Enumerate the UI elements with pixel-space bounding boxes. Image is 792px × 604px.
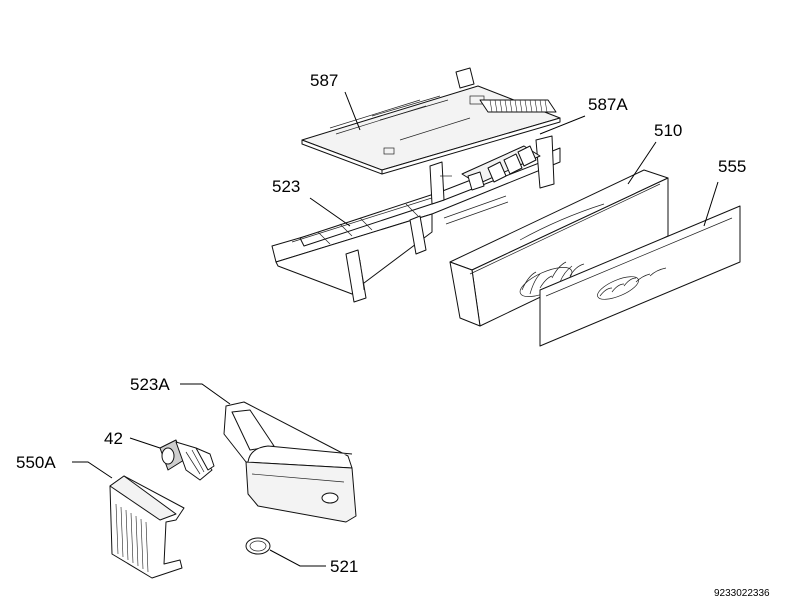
side-cap-grip-lines: [115, 503, 149, 573]
part-523-housing-frame: [271, 135, 561, 303]
part-550a-side-cap: [109, 475, 185, 579]
part-523a-end-cap: [223, 401, 357, 523]
document-number: 9233022336: [714, 588, 770, 599]
callout-523: 523: [272, 177, 300, 196]
callout-523a: 523A: [130, 375, 170, 394]
part-587-circuit-board: [301, 67, 561, 175]
connector-pins: [489, 99, 548, 113]
part-510-control-panel: [449, 169, 669, 327]
callout-550a: 550A: [16, 453, 56, 472]
callout-510: 510: [654, 121, 682, 140]
callout-555: 555: [718, 157, 746, 176]
callout-587: 587: [310, 71, 338, 90]
callout-521: 521: [330, 557, 358, 576]
leader-lines: [72, 91, 719, 567]
part-42-connector: [159, 439, 215, 481]
part-521-ring: [245, 537, 271, 555]
callout-587a: 587A: [588, 95, 628, 114]
callout-42: 42: [104, 429, 123, 448]
part-555-decor-strip: [539, 205, 741, 347]
